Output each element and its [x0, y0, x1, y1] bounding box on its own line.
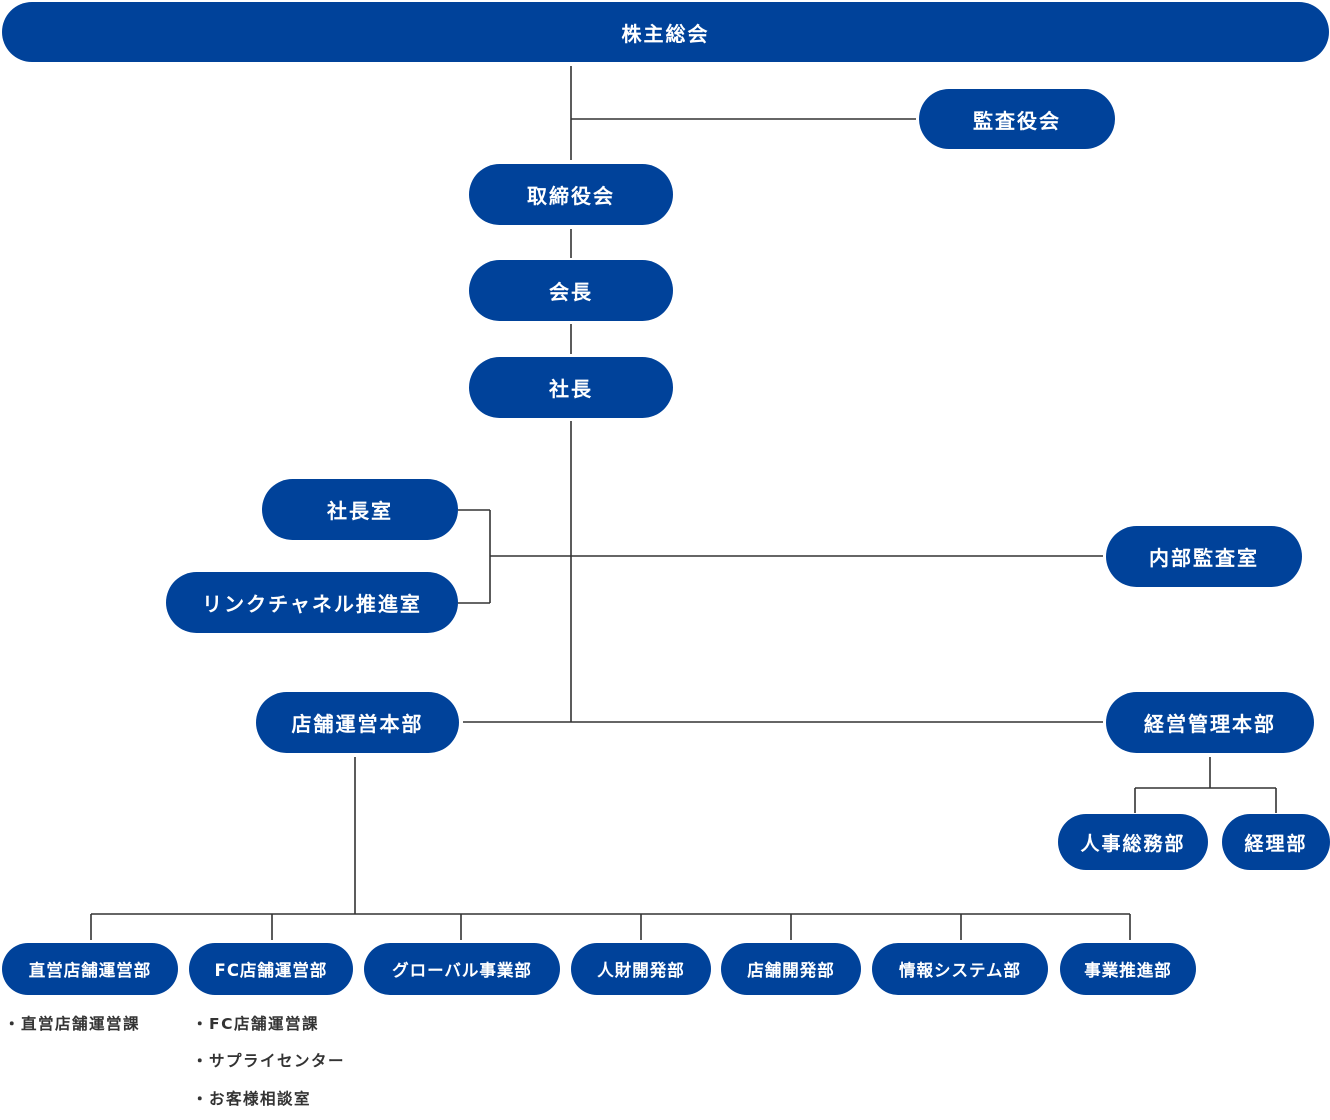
node-global-business: グローバル事業部: [364, 943, 560, 995]
node-human-resources-development: 人財開発部: [571, 943, 711, 995]
node-management-hq: 経営管理本部: [1106, 692, 1314, 753]
node-fc-store-operations: FC店舗運営部: [189, 943, 353, 995]
section-fc-store-ops-1: ・FC店舗運営課: [192, 1015, 319, 1033]
section-fc-store-ops-3: ・お客様相談室: [192, 1090, 312, 1108]
node-store-operations-hq: 店舗運営本部: [256, 692, 459, 753]
node-board-of-directors: 取締役会: [469, 164, 673, 225]
node-presidents-office: 社長室: [262, 479, 458, 540]
node-chairman: 会長: [469, 260, 673, 321]
section-direct-store-ops-1: ・直営店舗運営課: [4, 1015, 141, 1033]
node-store-development: 店舗開発部: [721, 943, 861, 995]
node-hr-general-affairs: 人事総務部: [1058, 814, 1208, 870]
node-direct-store-operations: 直営店舗運営部: [2, 943, 178, 995]
node-link-channel-office: リンクチャネル推進室: [166, 572, 458, 633]
node-business-promotion: 事業推進部: [1060, 943, 1196, 995]
node-board-of-auditors: 監査役会: [919, 89, 1115, 149]
node-accounting: 経理部: [1222, 814, 1330, 870]
section-fc-store-ops-2: ・サプライセンター: [192, 1052, 346, 1070]
node-president: 社長: [469, 357, 673, 418]
node-shareholders-meeting: 株主総会: [2, 2, 1329, 62]
node-information-systems: 情報システム部: [872, 943, 1048, 995]
node-internal-audit-office: 内部監査室: [1106, 526, 1302, 587]
